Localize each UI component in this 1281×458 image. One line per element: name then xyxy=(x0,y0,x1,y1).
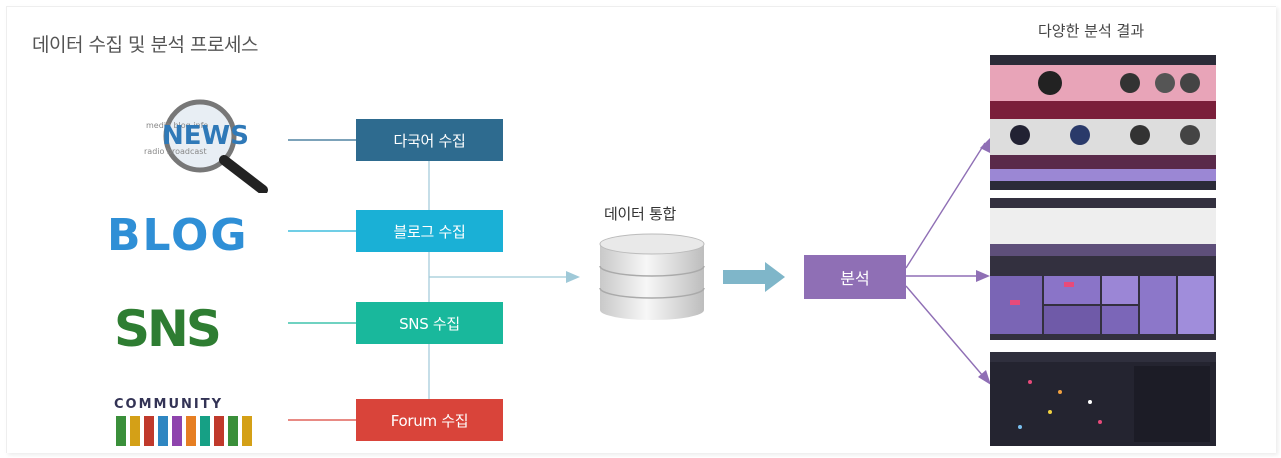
community-people-icon: COMMUNITY xyxy=(110,392,270,452)
diagram-title: 데이터 수집 및 분석 프로세스 xyxy=(32,34,258,56)
trunk-arrowhead xyxy=(566,271,580,283)
source-box-multilingual: 다국어 수집 xyxy=(356,119,503,161)
source-box-forum: Forum 수집 xyxy=(356,399,503,441)
sns-3d-text-icon: SNS xyxy=(110,292,270,358)
database-cylinder-icon xyxy=(596,232,708,322)
result-arrow-bottom xyxy=(978,370,991,385)
result-thumbnail-celebrities xyxy=(990,55,1216,190)
result-line-top xyxy=(905,142,986,269)
result-thumbnail-products xyxy=(990,198,1216,340)
source-box-sns: SNS 수집 xyxy=(356,302,503,344)
db-to-analysis-arrowhead xyxy=(765,262,785,292)
svg-text:BLOG: BLOG xyxy=(107,210,249,260)
svg-text:SNS: SNS xyxy=(114,300,219,354)
blog-globe-icon: BLOG xyxy=(105,200,265,261)
result-thumbnail-wordcloud xyxy=(990,352,1216,446)
result-line-bottom xyxy=(905,285,984,377)
results-title: 다양한 분석 결과 xyxy=(1038,22,1145,40)
svg-text:radio broadcast: radio broadcast xyxy=(144,147,207,156)
source-box-blog: 블로그 수집 xyxy=(356,210,503,252)
db-to-analysis-arrow-body xyxy=(723,270,765,284)
result-arrow-top xyxy=(980,136,992,153)
news-magnifier-icon: media blog info radio broadcast NEWS xyxy=(138,88,268,195)
analysis-box: 분석 xyxy=(804,255,906,299)
database-label: 데이터 통합 xyxy=(604,205,676,223)
svg-text:NEWS: NEWS xyxy=(162,121,249,151)
svg-text:media blog info: media blog info xyxy=(146,121,208,130)
svg-text:COMMUNITY: COMMUNITY xyxy=(114,397,223,412)
result-arrow-mid xyxy=(976,270,990,282)
